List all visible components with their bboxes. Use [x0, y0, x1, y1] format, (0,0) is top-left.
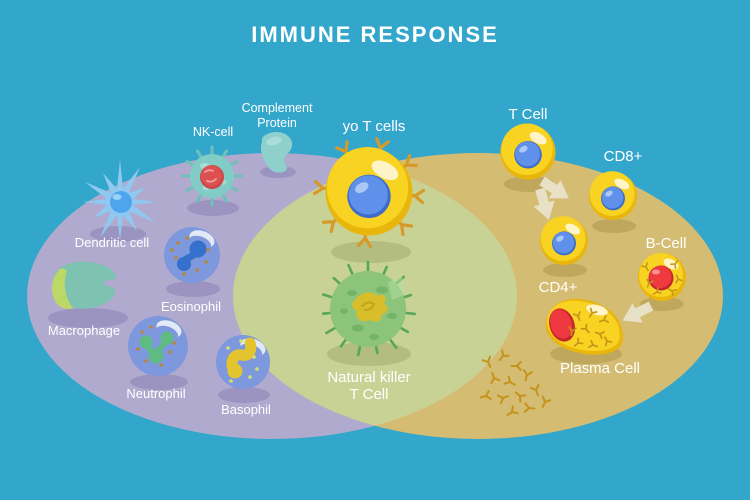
nucleus: [352, 292, 388, 322]
cell-inner: [52, 268, 73, 309]
cell-body: [52, 261, 117, 309]
neutrophil-illustration: [128, 316, 188, 376]
nkt-label-line2: T Cell: [350, 386, 389, 403]
nucleus: [110, 191, 132, 213]
complement-protein-illustration: [260, 132, 293, 173]
nk-cell-illustration: [181, 145, 243, 207]
spikes: [181, 145, 243, 207]
basophil-label: Basophil: [221, 402, 271, 417]
cd4-label: CD4+: [539, 279, 578, 296]
b-cell-label: B-Cell: [646, 235, 687, 252]
t-cell-label: T Cell: [509, 106, 548, 123]
cd8-label: CD8+: [604, 148, 643, 165]
dendritic-cell-label: Dendritic cell: [75, 235, 150, 250]
dendritic-cell-illustration: [83, 159, 156, 240]
nucleus: [226, 337, 257, 379]
nucleus: [139, 331, 174, 364]
nucleus: [177, 240, 207, 271]
nkt-label-line1: Natural killer: [327, 369, 410, 386]
protein-highlight: [266, 136, 282, 146]
eosinophil-label: Eosinophil: [161, 299, 221, 314]
nucleus-inner: [649, 266, 672, 288]
granules: [226, 339, 259, 383]
plasma-cell-label: Plasma Cell: [560, 360, 640, 377]
granules: [136, 325, 176, 367]
plasma-cell-illustration: [545, 298, 624, 355]
nucleus-texture: [361, 301, 376, 311]
page-title: IMMUNE RESPONSE: [251, 22, 499, 47]
cell-highlight: [388, 276, 406, 300]
macrophage-illustration: [52, 261, 117, 309]
nk-cell-label: NK-cell: [193, 125, 233, 139]
macrophage-label: Macrophage: [48, 323, 120, 338]
cell-texture: [340, 286, 397, 340]
complement-protein-label-line2: Protein: [257, 116, 297, 130]
complement-protein-label-line1: Complement: [242, 101, 313, 115]
nucleus-highlight: [652, 269, 660, 275]
gamma-delta-t-label: yo T cells: [343, 118, 406, 135]
nucleus-inner: [201, 165, 222, 187]
nucleus-inner: [549, 309, 573, 339]
nkt-cell-illustration: [321, 260, 417, 357]
b-cell-illustration: [638, 253, 686, 301]
eosinophil-illustration: [164, 227, 220, 283]
neutrophil-label: Neutrophil: [126, 386, 185, 401]
nucleus-texture: [204, 169, 217, 183]
basophil-illustration: [216, 335, 270, 389]
granules: [170, 236, 210, 276]
nucleus-highlight: [112, 194, 122, 200]
